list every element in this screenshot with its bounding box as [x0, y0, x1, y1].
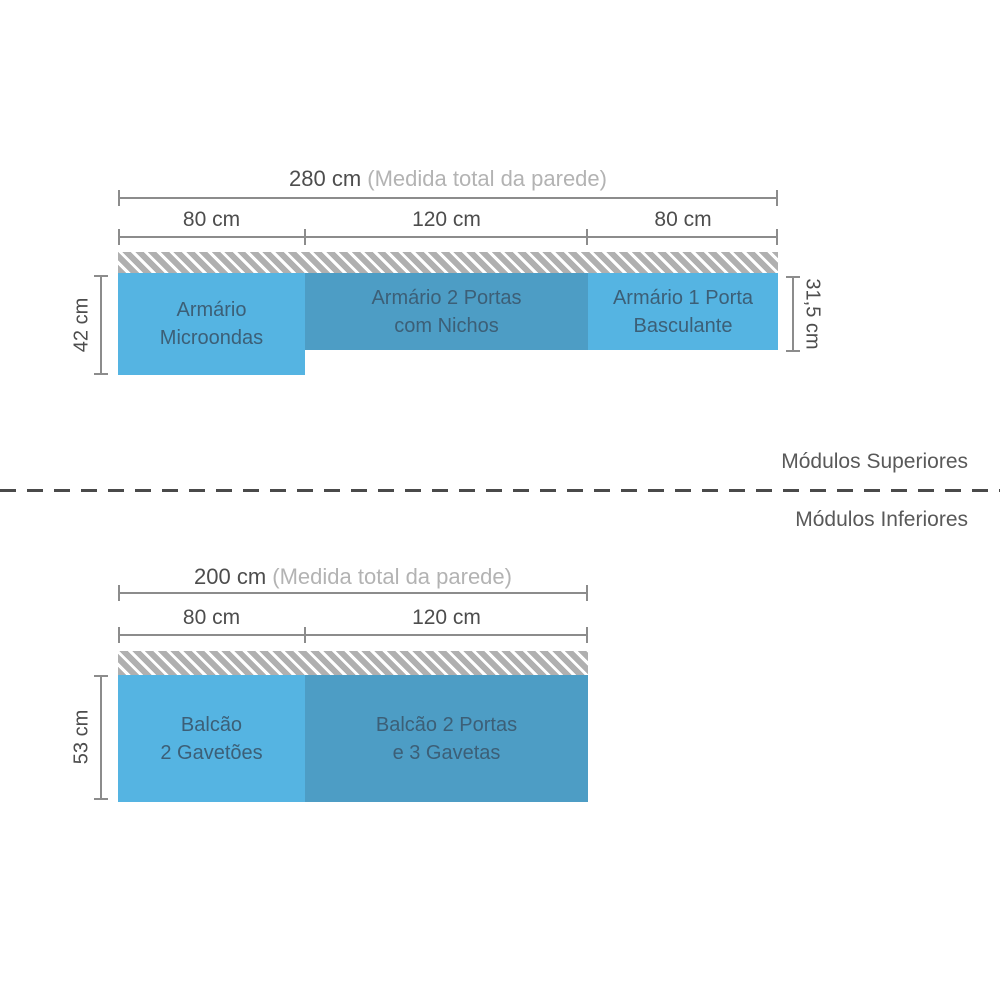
- dimension-tick: [776, 190, 778, 206]
- upper-segment-label-2: 120 cm: [412, 208, 481, 231]
- dimension-cap: [786, 276, 800, 278]
- module-balcao-2-gavetoes: Balcão 2 Gavetões: [118, 675, 305, 802]
- section-label-modulos-inferiores: Módulos Inferiores: [795, 508, 968, 531]
- dimension-cap: [94, 798, 108, 800]
- lower-segment-label-2: 120 cm: [412, 606, 481, 629]
- upper-right-height-dimension-line: [786, 276, 800, 352]
- dimension-tick: [118, 229, 120, 245]
- dimension-tick: [586, 585, 588, 601]
- lower-segments-dimension-line: [118, 627, 588, 643]
- dimension-cap: [786, 350, 800, 352]
- section-label-modulos-superiores: Módulos Superiores: [781, 450, 968, 473]
- upper-total-dimension-line: [118, 190, 778, 206]
- lower-wall-hatch-strip: [118, 651, 588, 675]
- upper-segment-label-1: 80 cm: [182, 208, 241, 231]
- dimension-tick: [118, 585, 120, 601]
- upper-wall-hatch-strip: [118, 252, 778, 273]
- lower-segment-label-1: 80 cm: [182, 606, 241, 629]
- dimension-tick: [304, 627, 306, 643]
- dimension-tick: [776, 229, 778, 245]
- section-divider-dashed-line: [0, 489, 1000, 492]
- upper-left-height-label: 42 cm: [70, 297, 93, 353]
- upper-wall-total-dimension-label: 280 cm (Medida total da parede): [118, 166, 778, 192]
- upper-wall-total-value: 280 cm: [289, 166, 362, 191]
- dimension-cap: [94, 275, 108, 277]
- dimension-tick: [118, 627, 120, 643]
- upper-right-height-label: 31,5 cm: [801, 278, 824, 350]
- module-balcao-2-portas-3-gavetas: Balcão 2 Portas e 3 Gavetas: [305, 675, 588, 802]
- module-armario-2-portas-nichos: Armário 2 Portas com Nichos: [305, 273, 588, 350]
- upper-segments-dimension-line: [118, 229, 778, 245]
- dimension-tick: [118, 190, 120, 206]
- lower-wall-total-note: (Medida total da parede): [272, 564, 512, 589]
- upper-wall-total-note: (Medida total da parede): [367, 166, 607, 191]
- upper-left-height-dimension-line: [94, 275, 108, 375]
- lower-wall-total-value: 200 cm: [194, 564, 267, 589]
- lower-wall-total-dimension-label: 200 cm (Medida total da parede): [118, 564, 588, 590]
- lower-total-dimension-line: [118, 585, 588, 601]
- dimension-tick: [586, 627, 588, 643]
- module-armario-1-porta-basculante: Armário 1 Porta Basculante: [588, 273, 778, 350]
- lower-left-height-dimension-line: [94, 675, 108, 800]
- dimension-tick: [586, 229, 588, 245]
- dimension-cap: [94, 373, 108, 375]
- dimension-tick: [304, 229, 306, 245]
- dimension-cap: [94, 675, 108, 677]
- lower-left-height-label: 53 cm: [70, 709, 93, 765]
- module-armario-microondas: Armário Microondas: [118, 273, 305, 375]
- upper-segment-label-3: 80 cm: [654, 208, 712, 231]
